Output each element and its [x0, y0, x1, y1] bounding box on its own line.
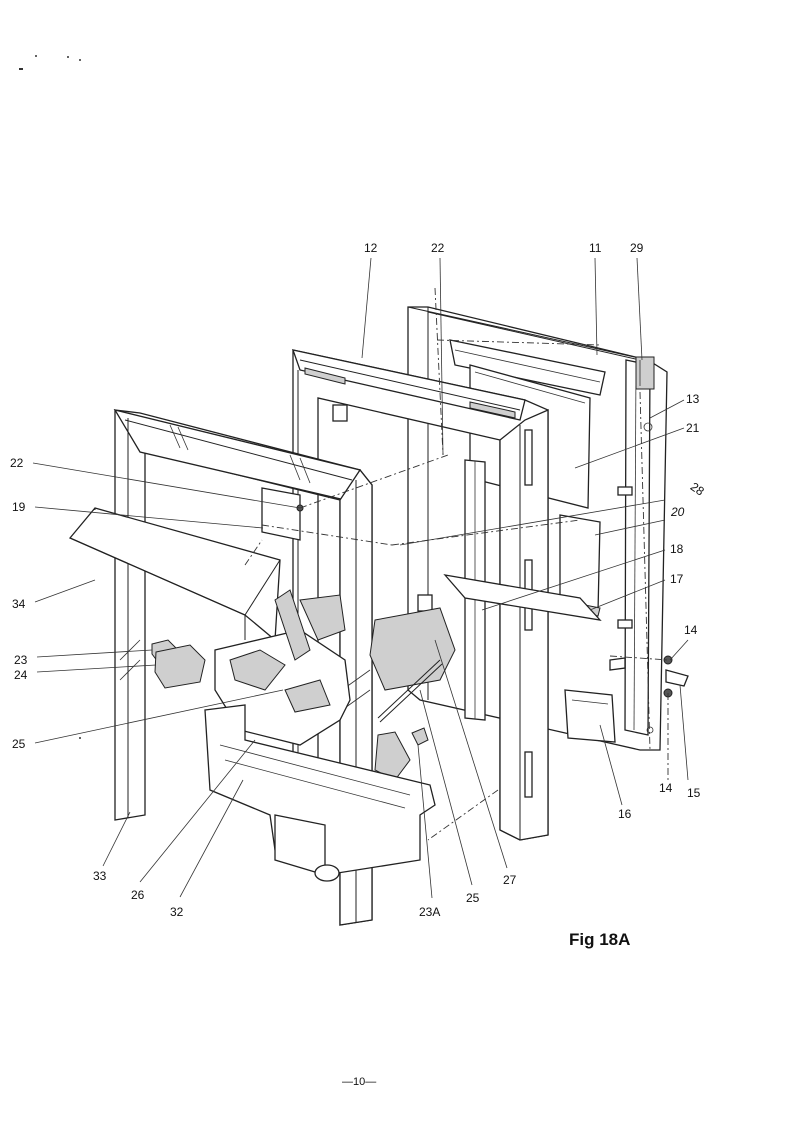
callout-15: 15: [687, 786, 701, 800]
callout-24: 24: [14, 668, 28, 682]
callout-22-top: 22: [431, 241, 445, 255]
callout-28: 28: [688, 479, 707, 498]
callout-18: 18: [670, 542, 684, 556]
callout-16: 16: [618, 807, 632, 821]
leader-lines: [32, 257, 689, 899]
part-middle-frame: [292, 349, 602, 841]
page-number: —10—: [342, 1076, 377, 1088]
callout-23A: 23A: [419, 905, 440, 919]
callout-29: 29: [630, 241, 644, 255]
callout-12: 12: [364, 241, 378, 255]
part-fuel-bed: [151, 589, 456, 882]
part-canopy: [68, 507, 281, 642]
callout-19: 19: [12, 500, 26, 514]
callout-17: 17: [670, 572, 684, 586]
callout-21: 21: [686, 421, 700, 435]
callout-20: 20: [670, 505, 685, 519]
callout-33: 33: [93, 869, 107, 883]
callout-labels: 12 22 11 29 13 21 28 20 18 17 14 14 15 1…: [10, 241, 707, 919]
callout-25-bottom: 25: [466, 891, 480, 905]
callout-34: 34: [12, 597, 26, 611]
callout-23: 23: [14, 653, 28, 667]
callout-25-left: 25: [12, 737, 26, 751]
callout-14-bottom: 14: [659, 781, 673, 795]
callout-11: 11: [589, 241, 602, 255]
callout-27: 27: [503, 873, 517, 887]
callout-26: 26: [131, 888, 145, 902]
callout-32: 32: [170, 905, 184, 919]
callout-14-top: 14: [684, 623, 698, 637]
figure-title: Fig 18A: [569, 930, 631, 949]
scan-specks: [19, 55, 81, 739]
callout-13: 13: [686, 392, 700, 406]
callout-22-left: 22: [10, 456, 24, 470]
